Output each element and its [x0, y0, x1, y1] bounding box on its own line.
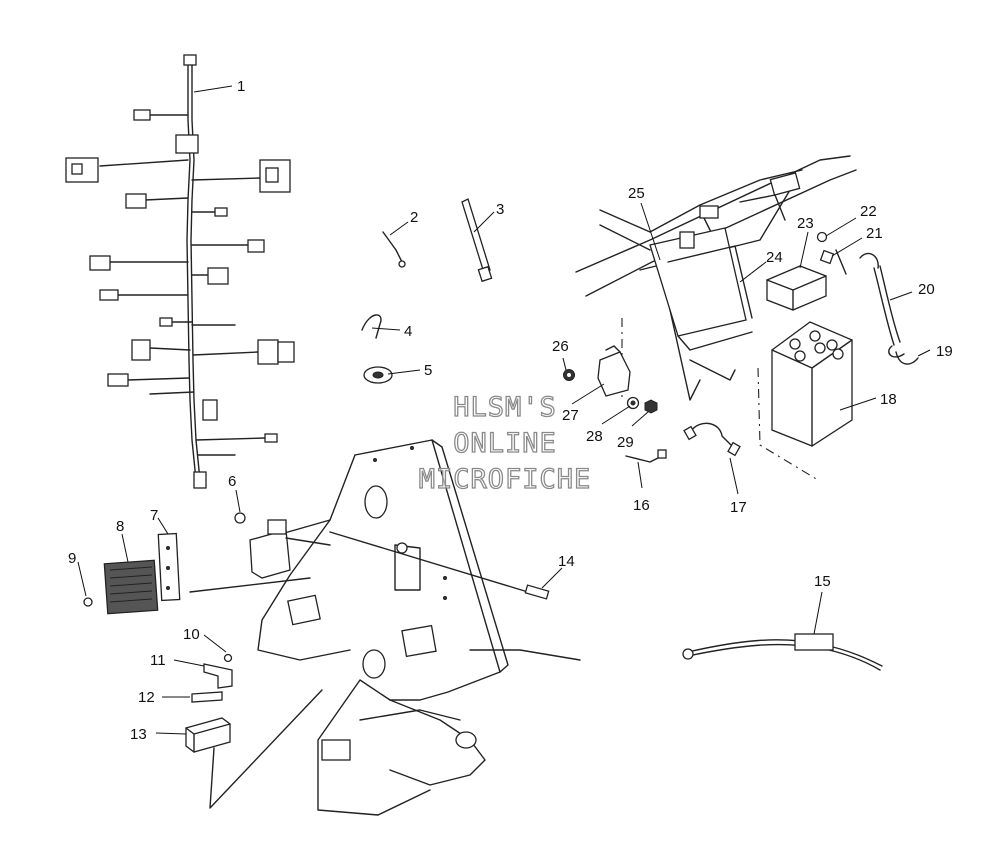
battery-frame-section [575, 155, 857, 401]
callout-4: 4 [404, 323, 412, 340]
cdi-box[interactable] [185, 717, 231, 753]
bolt[interactable] [329, 531, 550, 600]
screw[interactable] [83, 597, 93, 607]
terminal-nut[interactable] [819, 249, 847, 275]
callout-10: 10 [183, 626, 200, 643]
frame-assembly [257, 439, 581, 816]
callout-29: 29 [617, 434, 634, 451]
hex-nut[interactable] [644, 399, 658, 414]
callout-9: 9 [68, 550, 76, 567]
callout-3: 3 [496, 201, 504, 218]
callout-6: 6 [228, 473, 236, 490]
callout-19: 19 [936, 343, 953, 360]
callout-7: 7 [150, 507, 158, 524]
callout-17: 17 [730, 499, 747, 516]
callout-18: 18 [880, 391, 897, 408]
clip[interactable] [361, 314, 382, 339]
terminal-bolt[interactable] [816, 231, 828, 243]
callout-21: 21 [866, 225, 883, 242]
battery[interactable] [771, 321, 853, 447]
callout-28: 28 [586, 428, 603, 445]
callout-20: 20 [918, 281, 935, 298]
callout-26: 26 [552, 338, 569, 355]
battery-pad[interactable] [766, 265, 827, 311]
callout-11: 11 [150, 652, 166, 669]
callout-1: 1 [237, 78, 245, 95]
callout-15: 15 [814, 573, 831, 590]
starter-solenoid[interactable] [597, 345, 631, 397]
voltage-regulator[interactable] [103, 559, 159, 615]
washer[interactable] [626, 396, 640, 410]
callout-5: 5 [424, 362, 432, 379]
callout-23: 23 [797, 215, 814, 232]
negative-cable[interactable] [859, 252, 905, 358]
callout-12: 12 [138, 689, 155, 706]
small-screw[interactable] [223, 653, 233, 663]
mounting-bracket[interactable] [157, 532, 181, 602]
ignition-coil[interactable] [234, 512, 331, 579]
ground-strap[interactable] [382, 231, 406, 268]
callout-24: 24 [766, 249, 783, 266]
callout-22: 22 [860, 203, 877, 220]
callout-14: 14 [558, 553, 575, 570]
cable-end[interactable] [895, 351, 919, 365]
callout-8: 8 [116, 518, 124, 535]
callout-25: 25 [628, 185, 645, 202]
nut[interactable] [563, 369, 575, 381]
callout-27: 27 [562, 407, 579, 424]
battery-box[interactable] [649, 227, 753, 351]
callout-13: 13 [130, 726, 147, 743]
pad[interactable] [191, 691, 223, 703]
battery-cable[interactable] [682, 633, 883, 671]
leader-lines [77, 85, 931, 735]
ground-wire[interactable] [625, 449, 667, 463]
positive-wire[interactable] [683, 422, 741, 457]
callout-2: 2 [410, 209, 418, 226]
grommet[interactable] [363, 366, 393, 384]
callout-labels: 1 2 3 4 5 6 7 8 9 10 11 12 13 14 15 16 1… [68, 78, 953, 743]
cdi-bracket[interactable] [203, 663, 233, 689]
callout-16: 16 [633, 497, 650, 514]
wiring-sleeve[interactable] [461, 198, 493, 283]
wiring-harness[interactable] [65, 54, 295, 489]
